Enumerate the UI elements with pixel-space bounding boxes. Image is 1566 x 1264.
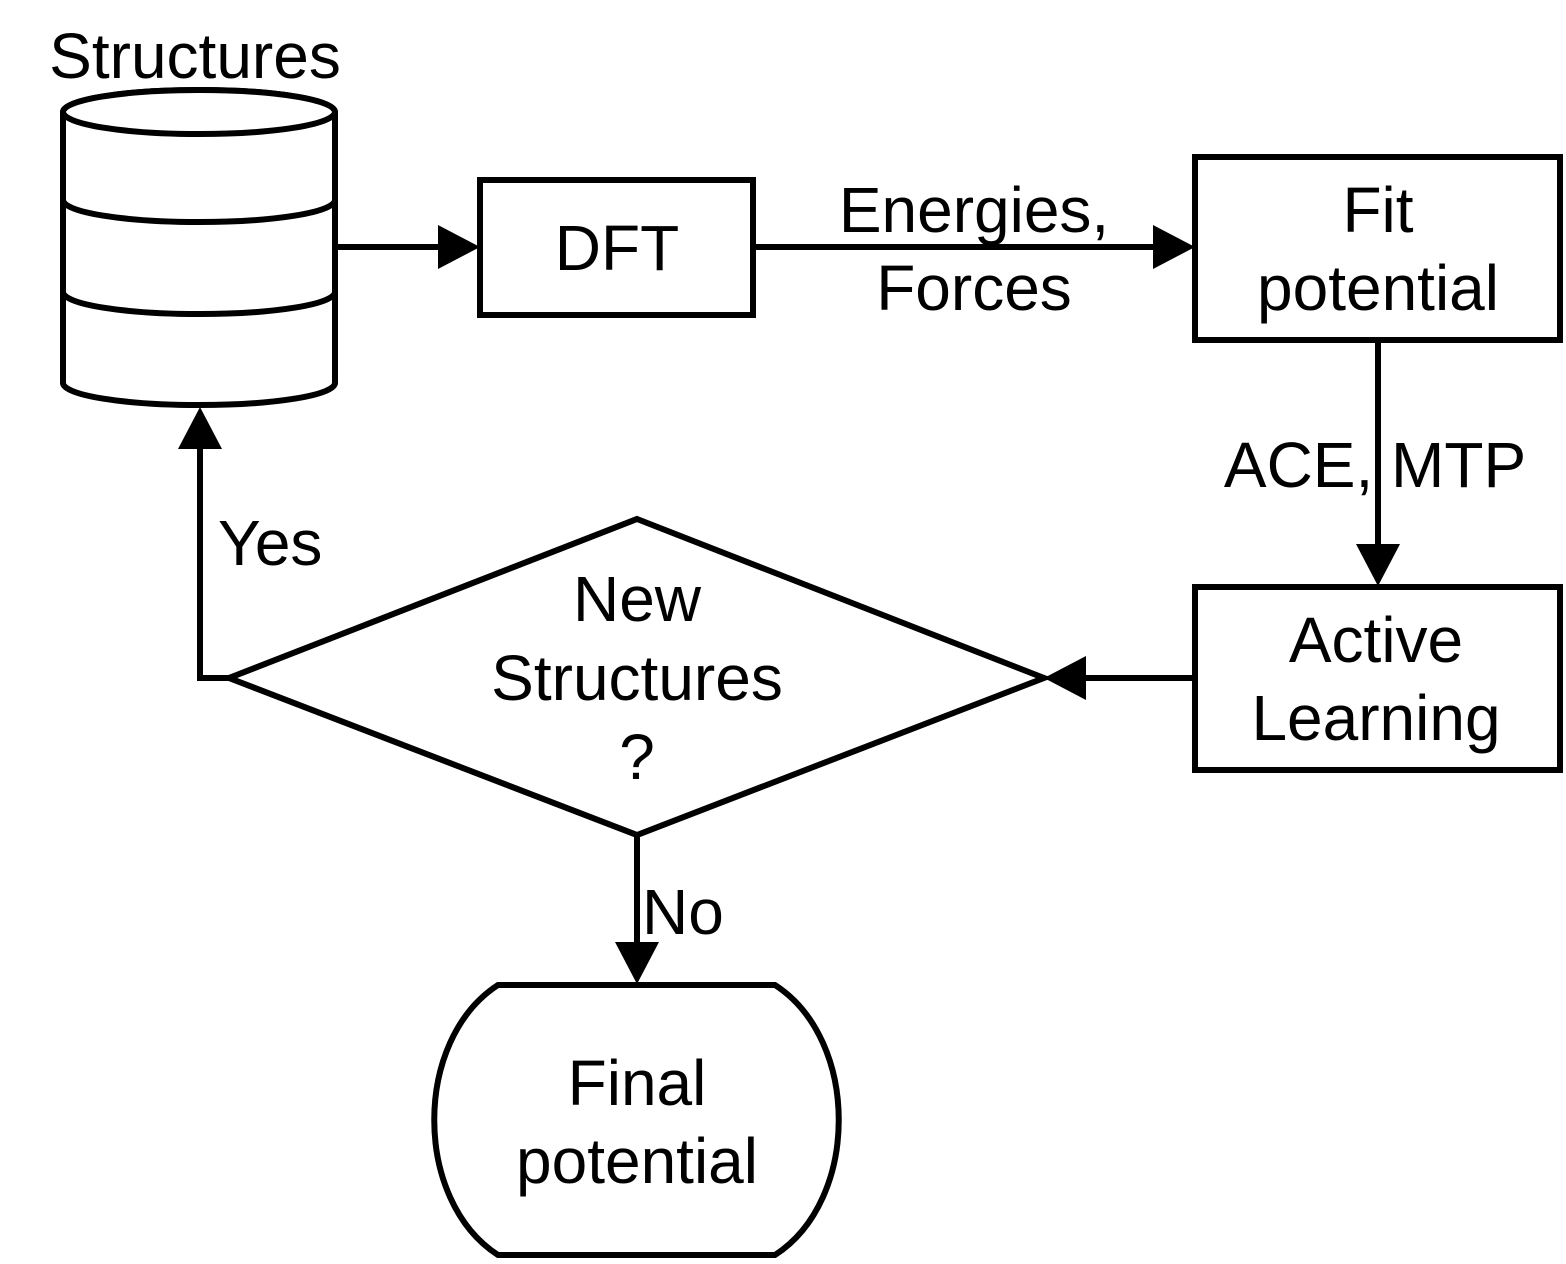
edge-label-forces: Forces	[876, 252, 1072, 324]
edge-label-ace-mtp: ACE, MTP	[1224, 429, 1526, 501]
structures-database: Structures	[49, 20, 341, 408]
dft-label: DFT	[555, 212, 679, 284]
edge-label-energies: Energies,	[839, 174, 1109, 246]
decision-label-line3: ?	[619, 721, 655, 793]
arrow-decision-no-to-final	[615, 835, 659, 984]
decision-label-line2: Structures	[491, 642, 783, 714]
final-potential-label-line1: Final	[568, 1047, 707, 1119]
fit-potential-box: Fit potential	[1192, 154, 1563, 343]
active-learning-label-line1: Active	[1289, 604, 1463, 676]
arrow-dft-to-fit	[753, 225, 1195, 269]
edge-label-no: No	[642, 876, 724, 948]
arrow-fit-to-active	[1356, 340, 1400, 586]
active-learning-box: Active Learning	[1192, 584, 1563, 773]
fit-potential-label-line1: Fit	[1342, 174, 1413, 246]
edge-label-yes: Yes	[218, 507, 322, 579]
database-band-2	[60, 291, 338, 317]
fit-potential-label-line2: potential	[1257, 252, 1499, 324]
final-potential-label-line2: potential	[516, 1125, 758, 1197]
arrow-database-to-dft	[337, 225, 480, 269]
structures-database-title: Structures	[49, 20, 341, 92]
final-potential-terminal: Final potential	[431, 982, 842, 1258]
decision-label-line1: New	[573, 563, 702, 635]
database-cylinder-body	[60, 87, 338, 408]
arrow-decision-yes-to-database	[178, 407, 229, 681]
database-band-1	[60, 199, 338, 225]
dft-box: DFT	[477, 177, 756, 318]
arrow-active-to-decision	[1044, 656, 1195, 700]
database-cylinder-top	[60, 87, 338, 137]
active-learning-label-line2: Learning	[1251, 682, 1500, 754]
decision-diamond: New Structures ?	[220, 515, 1053, 839]
